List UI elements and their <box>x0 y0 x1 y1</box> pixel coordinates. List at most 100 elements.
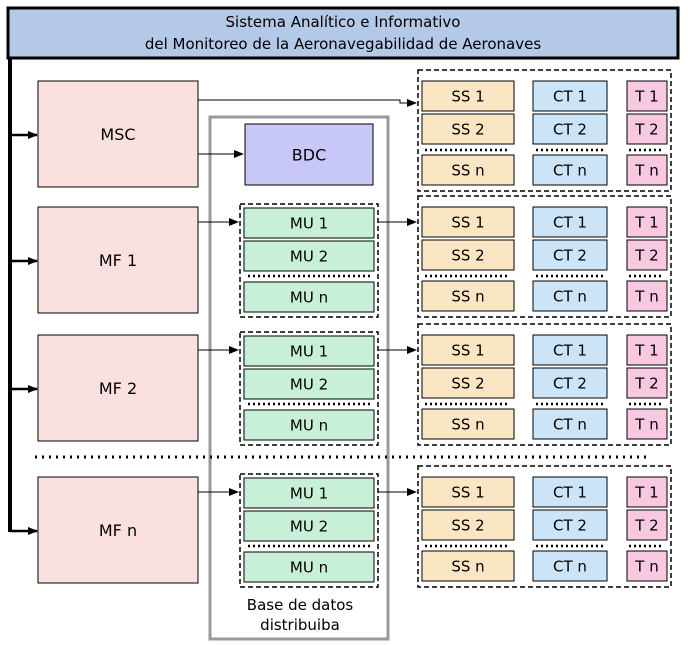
mu-box-mf-1-1-label: MU 1 <box>290 214 328 232</box>
module-mf-2 <box>37 334 199 442</box>
ct-box-mf-3-1 <box>532 476 608 508</box>
ss-box-mf-3-3 <box>421 550 515 582</box>
ct-box-mf-2-1-label: CT 1 <box>553 341 587 359</box>
ct-box-mf-1-2 <box>532 239 608 271</box>
ct-box-mf-2-2 <box>532 367 608 399</box>
t-box-mf-2-2 <box>626 367 668 399</box>
ss-box-mf-2-1 <box>421 334 515 366</box>
t-box-mf-1-2-label: T 2 <box>634 246 658 264</box>
t-box-msc-1-label: T 1 <box>634 87 658 105</box>
ss-box-msc-2 <box>421 113 515 145</box>
ss-box-msc-2-label: SS 2 <box>451 120 484 138</box>
mu-group-mf-3 <box>239 473 379 588</box>
distributed-database-container <box>208 115 390 641</box>
ct-box-mf-2-3-label: CT n <box>553 415 587 433</box>
arrow-msc-to-components <box>198 99 417 107</box>
header-title-line2: del Monitoreo de la Aeronavegabilidad de… <box>145 35 542 53</box>
ss-box-msc-3-label: SS n <box>451 161 484 179</box>
t-box-mf-1-1 <box>626 206 668 238</box>
ss-box-mf-1-1 <box>421 206 515 238</box>
ct-box-mf-2-3 <box>532 408 608 440</box>
module-mf-3-label: MF n <box>99 521 137 540</box>
mu-box-mf-3-3 <box>243 551 375 583</box>
ss-box-mf-2-3-label: SS n <box>451 415 484 433</box>
t-box-mf-3-1 <box>626 476 668 508</box>
t-box-msc-2 <box>626 113 668 145</box>
mu-box-mf-1-2-label: MU 2 <box>290 247 328 265</box>
mu-box-mf-2-1 <box>243 335 375 367</box>
ct-box-mf-1-3 <box>532 280 608 312</box>
ss-box-msc-1-label: SS 1 <box>451 87 484 105</box>
ss-box-mf-3-2 <box>421 509 515 541</box>
t-box-mf-2-2-label: T 2 <box>634 374 658 392</box>
component-group-mf-1 <box>417 195 672 318</box>
ct-box-mf-3-1-label: CT 1 <box>553 483 587 501</box>
ss-box-msc-3 <box>421 154 515 186</box>
ct-box-mf-3-3-label: CT n <box>553 557 587 575</box>
t-box-msc-3-label: T n <box>634 161 658 179</box>
module-mf-2-label: MF 2 <box>99 379 137 398</box>
header-box <box>6 6 680 60</box>
ss-box-mf-1-3 <box>421 280 515 312</box>
module-mf-1-label: MF 1 <box>99 251 137 270</box>
t-box-mf-3-3 <box>626 550 668 582</box>
ss-box-mf-3-1 <box>421 476 515 508</box>
ct-box-mf-1-1 <box>532 206 608 238</box>
mu-box-mf-2-1-label: MU 1 <box>290 342 328 360</box>
header-title-line1: Sistema Analítico e Informativo <box>226 13 461 31</box>
ct-box-msc-2-label: CT 2 <box>553 120 587 138</box>
t-box-mf-3-1-label: T 1 <box>634 483 658 501</box>
ss-box-mf-1-3-label: SS n <box>451 287 484 305</box>
mu-box-mf-3-1-label: MU 1 <box>290 484 328 502</box>
t-box-mf-1-3-label: T n <box>634 287 658 305</box>
mu-box-mf-2-3 <box>243 409 375 441</box>
ss-box-mf-3-1-label: SS 1 <box>451 483 484 501</box>
ss-box-mf-1-2-label: SS 2 <box>451 246 484 264</box>
module-mf-3 <box>37 476 199 584</box>
mu-box-mf-1-3-label: MU n <box>290 288 328 306</box>
ct-box-mf-3-3 <box>532 550 608 582</box>
mu-box-mf-2-2-label: MU 2 <box>290 375 328 393</box>
ss-box-mf-2-1-label: SS 1 <box>451 341 484 359</box>
ct-box-msc-3 <box>532 154 608 186</box>
ss-box-mf-2-2-label: SS 2 <box>451 374 484 392</box>
mu-box-mf-1-1 <box>243 207 375 239</box>
t-box-mf-1-1-label: T 1 <box>634 213 658 231</box>
ct-box-mf-1-1-label: CT 1 <box>553 213 587 231</box>
database-label-line2: distribuiba <box>260 616 340 634</box>
ss-box-mf-1-1-label: SS 1 <box>451 213 484 231</box>
ss-box-mf-1-2 <box>421 239 515 271</box>
t-box-msc-3 <box>626 154 668 186</box>
ct-box-msc-2 <box>532 113 608 145</box>
t-box-mf-3-2 <box>626 509 668 541</box>
t-box-mf-1-3 <box>626 280 668 312</box>
mu-box-mf-3-3-label: MU n <box>290 558 328 576</box>
t-box-mf-1-2 <box>626 239 668 271</box>
ss-box-mf-3-3-label: SS n <box>451 557 484 575</box>
mu-box-mf-3-2-label: MU 2 <box>290 517 328 535</box>
mu-group-mf-2 <box>239 331 379 446</box>
ct-box-mf-3-2-label: CT 2 <box>553 516 587 534</box>
mu-box-mf-2-3-label: MU n <box>290 416 328 434</box>
component-group-mf-3 <box>417 465 672 588</box>
bdc-box-label: BDC <box>292 145 326 164</box>
ct-box-mf-3-2 <box>532 509 608 541</box>
mu-box-mf-3-1 <box>243 477 375 509</box>
ss-box-mf-2-3 <box>421 408 515 440</box>
bdc-box <box>244 123 374 186</box>
diagram-rows: MSC SS 1 CT 1 T 1 SS 2 CT 2 T 2 SS n CT n T n BDC M… <box>10 69 672 588</box>
ss-box-mf-3-2-label: SS 2 <box>451 516 484 534</box>
ct-box-mf-1-3-label: CT n <box>553 287 587 305</box>
component-group-msc <box>417 69 672 192</box>
ct-box-msc-1 <box>532 80 608 112</box>
database-label-line1: Base de datos <box>247 596 354 614</box>
t-box-mf-2-3 <box>626 408 668 440</box>
ct-box-mf-1-2-label: CT 2 <box>553 246 587 264</box>
ct-box-mf-2-2-label: CT 2 <box>553 374 587 392</box>
t-box-mf-2-3-label: T n <box>634 415 658 433</box>
mu-box-mf-3-2 <box>243 510 375 542</box>
ct-box-msc-1-label: CT 1 <box>553 87 587 105</box>
t-box-mf-3-2-label: T 2 <box>634 516 658 534</box>
module-msc-label: MSC <box>100 125 135 144</box>
